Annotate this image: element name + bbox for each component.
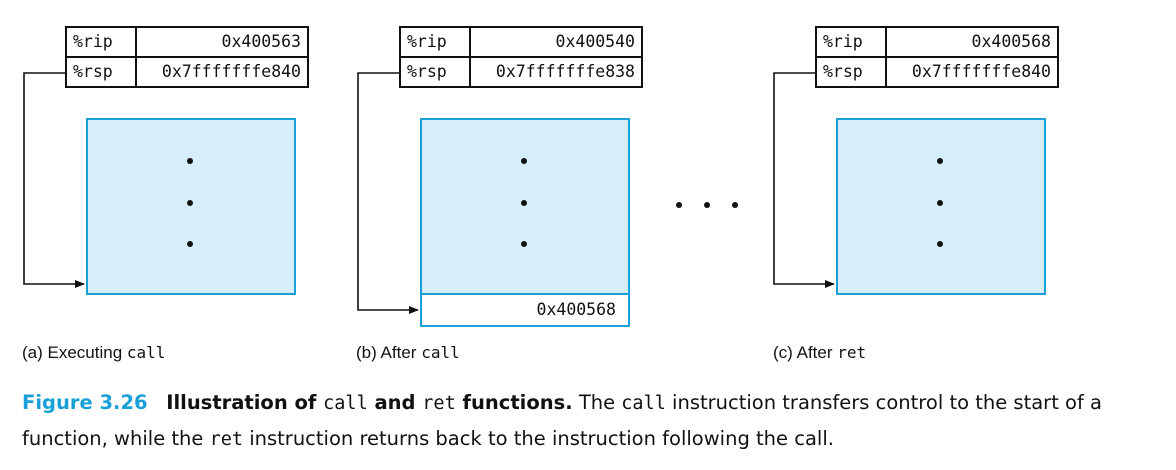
register-table-b: %rip 0x400540 %rsp 0x7fffffffe838 — [399, 26, 643, 88]
register-value: 0x400568 — [885, 26, 1059, 58]
register-value: 0x400563 — [135, 26, 309, 58]
stack-frame-c — [836, 118, 1046, 295]
register-name: %rsp — [65, 56, 137, 88]
stack-frame-a — [86, 118, 296, 295]
ellipsis-dot — [732, 202, 738, 208]
caption-title: Illustration of call and ret functions. — [166, 391, 573, 414]
register-row-rsp: %rsp 0x7fffffffe840 — [65, 56, 309, 88]
register-row-rsp: %rsp 0x7fffffffe840 — [815, 56, 1059, 88]
register-value: 0x7fffffffe838 — [469, 56, 643, 88]
panel-label-a: (a) Executing call — [22, 343, 166, 362]
register-row-rsp: %rsp 0x7fffffffe838 — [399, 56, 643, 88]
figure-number: Figure 3.26 — [22, 391, 148, 414]
rsp-arrow-b — [357, 72, 419, 314]
register-row-rip: %rip 0x400540 — [399, 26, 643, 58]
register-value: 0x7fffffffe840 — [135, 56, 309, 88]
return-address-slot: 0x400568 — [420, 293, 630, 327]
rsp-pointer-wires — [23, 72, 835, 314]
stack-frame-b — [420, 118, 630, 295]
register-table-c: %rip 0x400568 %rsp 0x7fffffffe840 — [815, 26, 1059, 88]
ellipsis-dot — [676, 202, 682, 208]
figure-caption: Figure 3.26 Illustration of call and ret… — [22, 385, 1172, 457]
register-row-rip: %rip 0x400563 — [65, 26, 309, 58]
register-name: %rsp — [815, 56, 887, 88]
ellipsis-dot — [187, 241, 193, 247]
register-name: %rip — [65, 26, 137, 58]
register-row-rip: %rip 0x400568 — [815, 26, 1059, 58]
rsp-arrow-a — [23, 72, 85, 288]
ellipsis-dot — [937, 158, 943, 164]
register-table-a: %rip 0x400563 %rsp 0x7fffffffe840 — [65, 26, 309, 88]
caption-body: The call instruction transfers control t… — [22, 391, 1102, 450]
register-name: %rsp — [399, 56, 471, 88]
register-name: %rip — [815, 26, 887, 58]
ellipsis-dot — [704, 202, 710, 208]
ellipsis-dot — [521, 241, 527, 247]
ellipsis-dot — [937, 241, 943, 247]
ellipsis-dot — [521, 158, 527, 164]
ellipsis-dot — [521, 200, 527, 206]
register-value: 0x400540 — [469, 26, 643, 58]
panel-label-c: (c) After ret — [773, 343, 867, 362]
panel-label-b: (b) After call — [356, 343, 460, 362]
rsp-arrow-c — [773, 72, 835, 288]
register-name: %rip — [399, 26, 471, 58]
ellipsis-dot — [187, 200, 193, 206]
ellipsis-dot — [187, 158, 193, 164]
ellipsis-dot — [937, 200, 943, 206]
register-value: 0x7fffffffe840 — [885, 56, 1059, 88]
